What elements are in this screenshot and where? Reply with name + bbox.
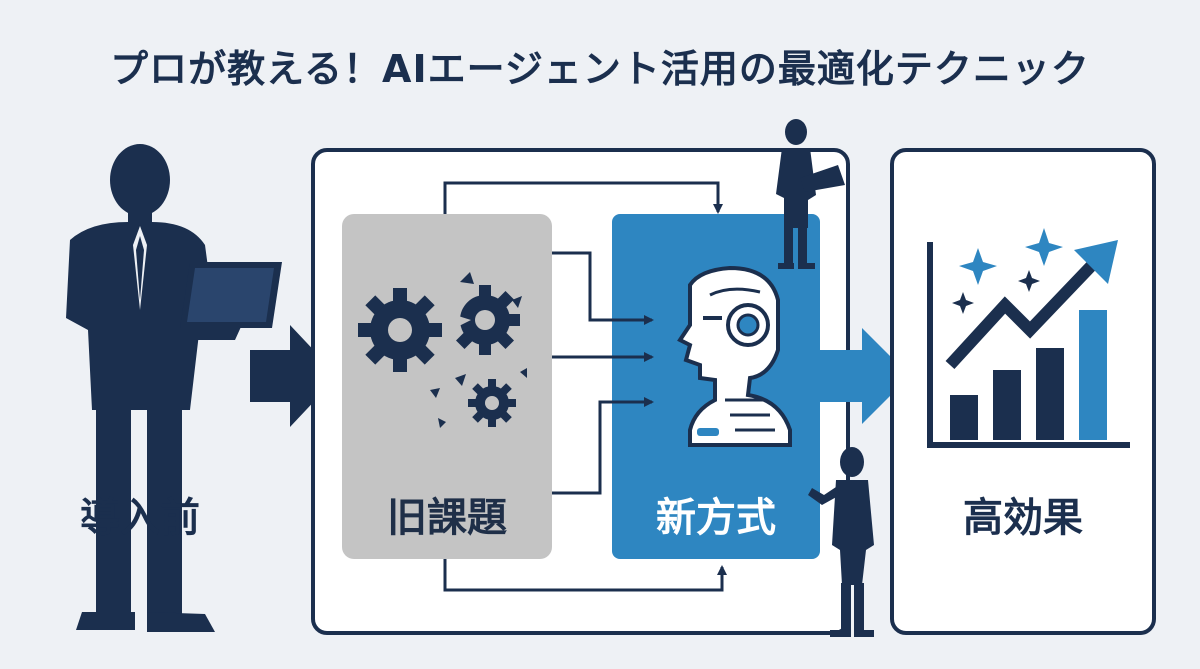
- arrow-right-icon: [820, 328, 910, 424]
- stage-label-before: 導入前: [80, 495, 200, 541]
- presenter-icon: [808, 447, 874, 637]
- businessman-laptop-icon: [66, 144, 282, 632]
- ai-robot-head-icon: [677, 265, 792, 447]
- arrow-right-icon: [250, 325, 338, 427]
- stage-label-result: 高効果: [963, 495, 1083, 541]
- flow-connectors: [443, 181, 727, 592]
- sparkle-icon: [952, 228, 1063, 314]
- page-title: プロが教える！AIエージェント活用の最適化テクニック: [110, 47, 1090, 91]
- stage-label-old: 旧課題: [387, 495, 507, 541]
- growth-chart-icon: [927, 240, 1130, 448]
- stage-label-new: 新方式: [656, 495, 776, 541]
- presenter-icon: [776, 119, 845, 269]
